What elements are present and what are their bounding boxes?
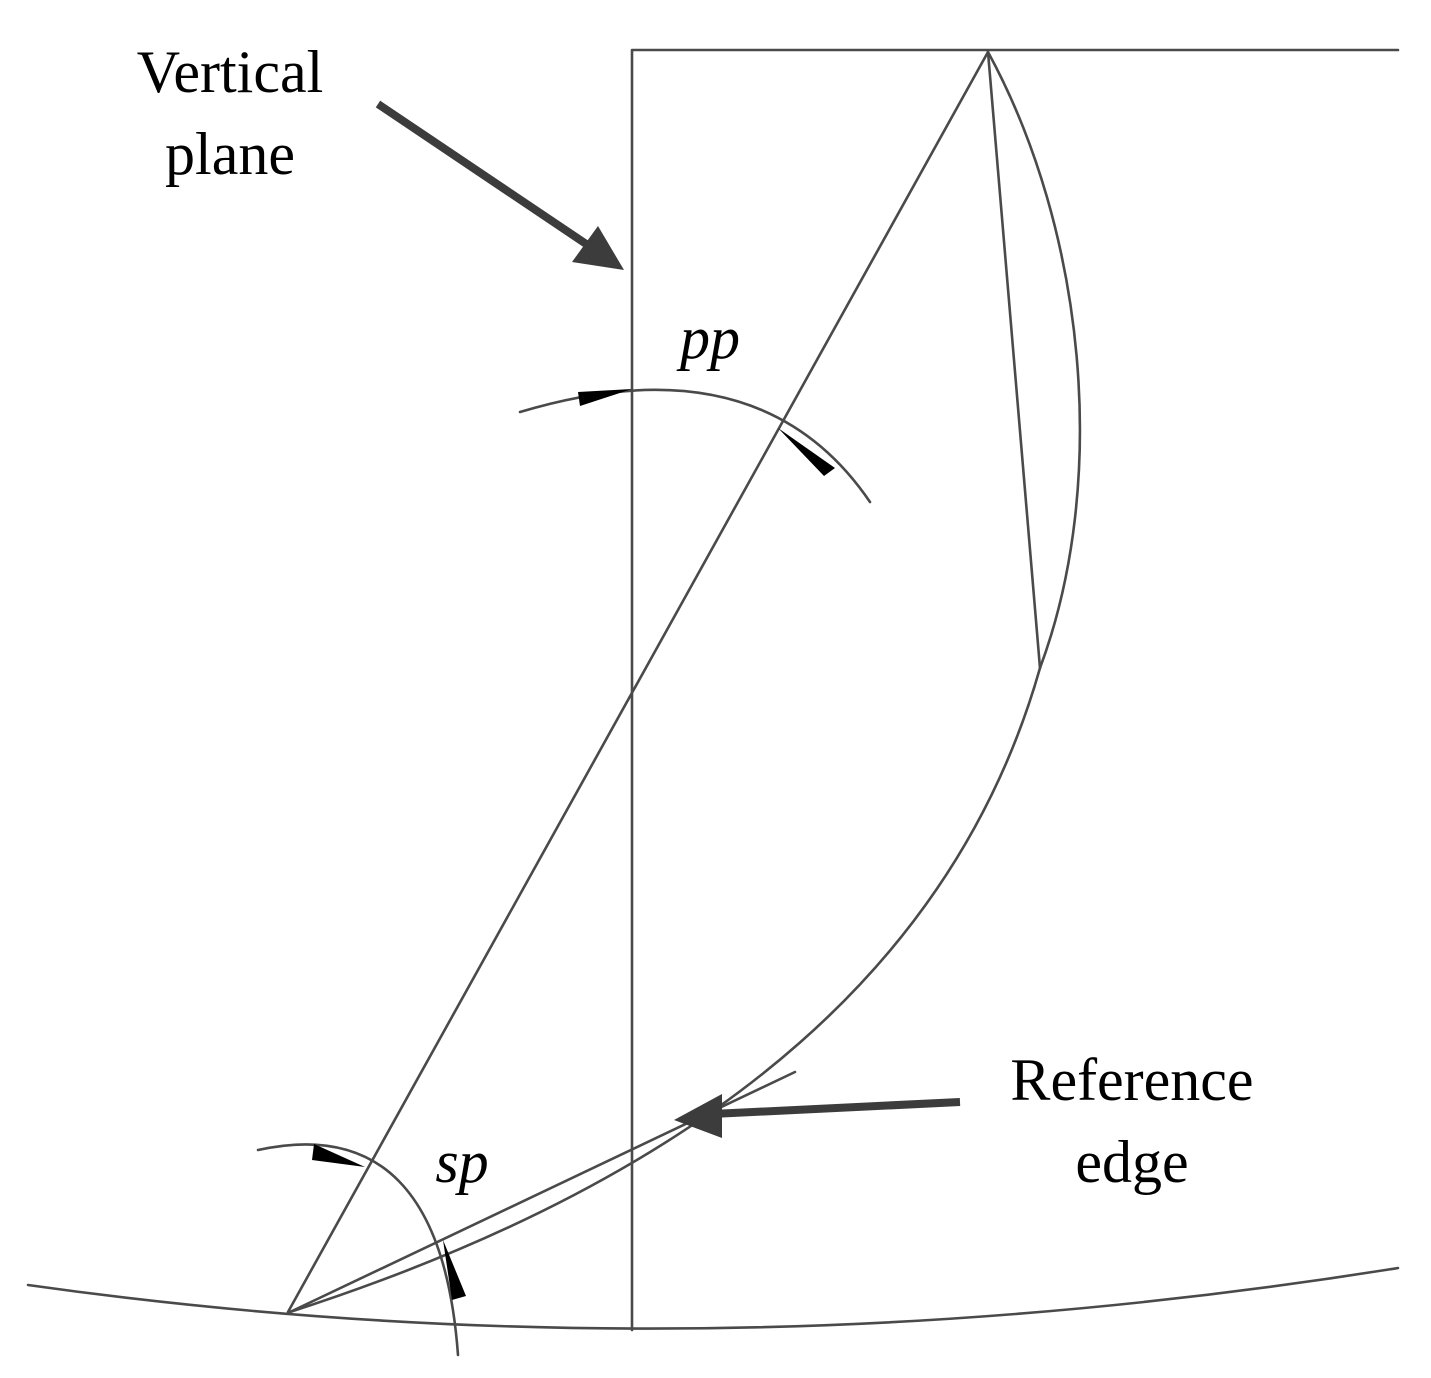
- pp-angle-arc: [518, 388, 872, 504]
- vertical-plane-label-line2: plane: [165, 121, 295, 187]
- reference-edge-label-line2: edge: [1075, 1129, 1188, 1195]
- blade-outer-curve-upper: [986, 50, 1082, 670]
- pp-arc-arrowhead-left: [578, 389, 632, 406]
- vertical-plane-outline: [630, 48, 1400, 1332]
- base-curve: [26, 1266, 1400, 1330]
- reference-edge-pointer-head: [674, 1094, 722, 1138]
- reference-edge-label-line1: Reference: [1010, 1047, 1253, 1113]
- pp-angle-label: pp: [676, 305, 740, 371]
- inner-chord-line: [986, 50, 1042, 670]
- blade-outer-curve-lower: [288, 666, 1042, 1314]
- sp-arc-arrowhead-top: [312, 1144, 365, 1167]
- sp-angle-label: sp: [435, 1129, 488, 1195]
- pp-arc-arrowhead-right: [778, 428, 835, 476]
- chord-line: [286, 50, 990, 1314]
- vertical-plane-label-line1: Vertical: [137, 39, 324, 105]
- sp-arc-arrowhead-bottom: [443, 1240, 466, 1300]
- sp-angle-arc: [256, 1143, 460, 1357]
- vertical-plane-pointer-shaft: [375, 100, 601, 256]
- vertical-plane-pointer-head: [572, 226, 624, 270]
- reference-edge-pointer-shaft: [711, 1098, 961, 1118]
